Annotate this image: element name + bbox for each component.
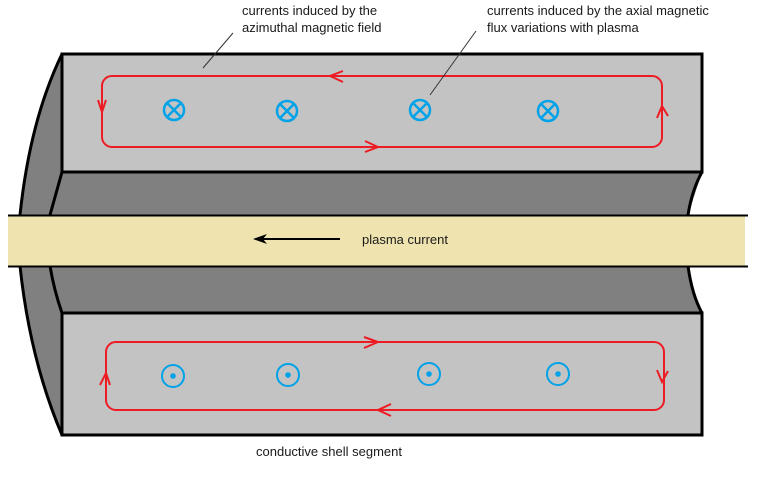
axial-leader-line: [429, 30, 477, 96]
out-of-page-icon: [276, 363, 300, 387]
arrow-head-left: [375, 403, 392, 417]
upper-shell-side-face-inner: [50, 172, 702, 215]
axial-flux-current-label: currents induced by the axial magnetic f…: [487, 2, 709, 36]
upper-right-edge: [686, 171, 704, 216]
lower-outer-curve: [18, 265, 64, 436]
out-of-page-icon: [546, 362, 570, 386]
lower-shell-front-face: [60, 311, 704, 437]
out-of-page-icon: [417, 362, 441, 386]
field-out-of-page-row: [161, 362, 570, 388]
azimuthal-leader-line: [202, 32, 234, 69]
lower-shell-side-face: [20, 266, 702, 435]
upper-inner-edge: [48, 171, 64, 216]
plasma-current-label: plasma current: [362, 232, 448, 247]
field-into-page-row: [162, 98, 560, 123]
arrow-head-up: [99, 370, 111, 386]
upper-induced-current-loop: [97, 70, 669, 153]
arrow-head-right: [364, 140, 381, 153]
azimuthal-current-label: currents induced by the azimuthal magnet…: [242, 2, 381, 36]
plasma-column: [8, 216, 745, 266]
into-page-icon: [536, 99, 560, 123]
conductive-shell-label: conductive shell segment: [256, 444, 402, 459]
arrow-head-left: [327, 70, 344, 83]
upper-shell-front-face: [60, 52, 704, 174]
lower-right-edge: [686, 265, 704, 314]
arrow-head-down: [656, 369, 669, 385]
arrow-head-down: [97, 99, 107, 116]
azimuthal-label-line1: currents induced by the: [242, 3, 378, 18]
into-page-icon: [408, 98, 432, 122]
out-of-page-icon: [161, 364, 185, 388]
into-page-icon: [162, 98, 186, 122]
lower-inner-edge: [48, 265, 64, 314]
azimuthal-label-line2: azimuthal magnetic field: [242, 20, 382, 35]
arrow-head-right: [363, 336, 381, 349]
plasma-current-arrow: [253, 234, 340, 244]
into-page-icon: [275, 99, 299, 123]
axial-label-line1: currents induced by the axial magnetic: [487, 3, 709, 18]
lower-induced-current-loop: [99, 336, 669, 417]
upper-outer-curve: [18, 53, 64, 216]
arrow-head-up: [656, 103, 669, 119]
axial-label-line2: flux variations with plasma: [487, 20, 639, 35]
